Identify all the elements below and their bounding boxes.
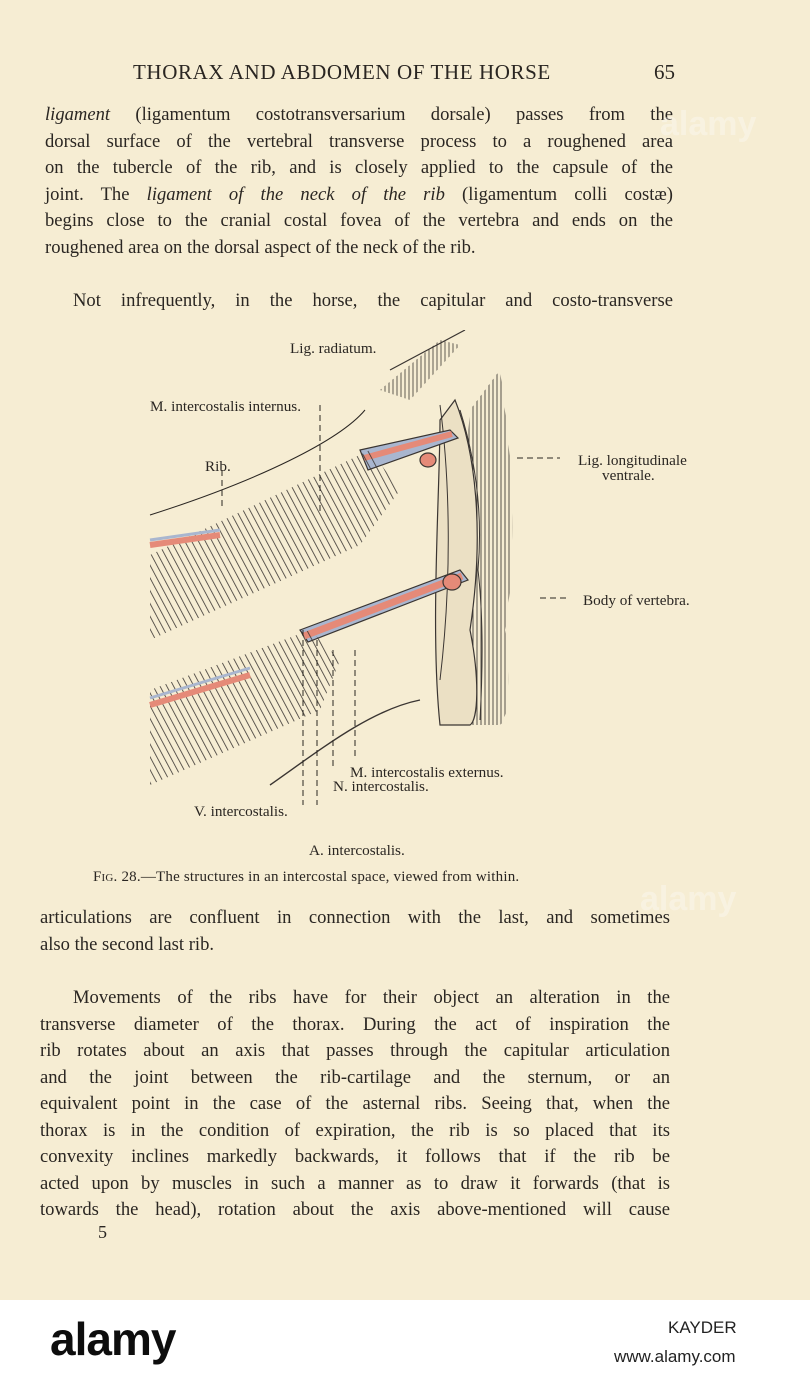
text-line: transverse diameter of the thorax. Durin… <box>40 1013 670 1035</box>
paragraph-articulations: articulations are confluent in connectio… <box>40 905 670 958</box>
figure-number: Fig. 28. <box>93 869 141 885</box>
alamy-logo[interactable]: alamy <box>50 1313 176 1365</box>
paragraph-capitular: Not infrequently, in the horse, the capi… <box>73 288 673 315</box>
label-rib: Rib. <box>205 458 231 475</box>
label-lig-longitudinale: Lig. longitudinale <box>578 452 687 469</box>
lower-rib <box>299 569 469 643</box>
text-line: roughened area on the dorsal aspect of t… <box>45 236 476 258</box>
text-line: towards the head), rotation about the ax… <box>40 1199 670 1220</box>
watermark: alamy <box>640 880 737 918</box>
text-line: acted upon by muscles in such a manner a… <box>40 1172 670 1194</box>
label-m-intercostalis-externus: M. intercostalis externus. <box>350 764 504 781</box>
text-line: begins close to the cranial costal fovea… <box>45 210 673 231</box>
paragraph-ligament: ligament (ligamentum costotransversarium… <box>45 102 673 261</box>
leader-lines <box>149 405 570 805</box>
signature-mark: 5 <box>98 1222 107 1242</box>
running-title: THORAX AND ABDOMEN OF THE HORSE <box>133 60 551 84</box>
caption-text: —The structures in an intercostal space,… <box>140 869 520 885</box>
italic-term: ligament <box>45 104 111 125</box>
text-line: joint. The ligament of the neck of the r… <box>45 182 673 209</box>
text-line: dorsal surface of the vertebral transver… <box>45 130 673 152</box>
label-lig-radiatum: Lig. radiatum. <box>290 340 377 357</box>
text-line: also the second last rib. <box>40 933 215 955</box>
upper-intercostal-muscle <box>149 450 400 640</box>
watermark: alamy <box>660 105 757 143</box>
text-run: joint. The <box>45 183 147 205</box>
lig-radiatum <box>380 330 466 400</box>
text-line: thorax is in the condition of expiration… <box>40 1119 670 1141</box>
text-line: equivalent point in the case of the aste… <box>40 1093 670 1114</box>
label-m-intercostalis-internus: M. intercostalis internus. <box>150 398 302 415</box>
page-number: 65 <box>654 60 675 84</box>
paragraph-movements: Movements of the ribs have for their obj… <box>40 985 670 1224</box>
text-run: (ligamentum costotransversarium dorsale)… <box>110 104 673 125</box>
image-id: KAYDER <box>668 1318 737 1337</box>
text-line: convexity inclines markedly backwards, i… <box>40 1146 670 1167</box>
label-a-intercostalis: A. intercostalis. <box>309 842 405 859</box>
label-v-intercostalis: V. intercostalis. <box>194 803 288 820</box>
lower-intercostal-muscle <box>149 630 340 785</box>
text-line: Not infrequently, in the horse, the capi… <box>73 290 673 311</box>
text-line: ligament (ligamentum costotransversarium… <box>45 102 673 129</box>
vertebral-column <box>434 370 513 726</box>
stock-banner <box>0 1300 810 1390</box>
text-line: and the joint between the rib-cartilage … <box>40 1066 670 1088</box>
italic-term: ligament of the neck of the rib <box>146 183 445 205</box>
figure-caption: Fig. 28.—The structures in an intercosta… <box>93 869 519 886</box>
text-line: articulations are confluent in connectio… <box>40 907 670 928</box>
text-line: rib rotates about an axis that passes th… <box>40 1040 670 1061</box>
book-page: THORAX AND ABDOMEN OF THE HORSE 65 ligam… <box>0 60 810 1242</box>
label-body-of-vertebra: Body of vertebra. <box>583 592 690 609</box>
text-line: on the tubercle of the rib, and is close… <box>45 157 673 178</box>
running-header: THORAX AND ABDOMEN OF THE HORSE 65 <box>0 60 810 88</box>
text-run: (ligamentum colli costæ) <box>444 183 673 205</box>
anatomical-figure <box>149 330 570 805</box>
label-n-intercostalis: N. intercostalis. <box>333 778 429 795</box>
label-ventrale: ventrale. <box>602 467 655 484</box>
intercostal-nerve <box>269 699 421 786</box>
site-url[interactable]: www.alamy.com <box>614 1347 736 1366</box>
text-line: Movements of the ribs have for their obj… <box>73 987 670 1008</box>
